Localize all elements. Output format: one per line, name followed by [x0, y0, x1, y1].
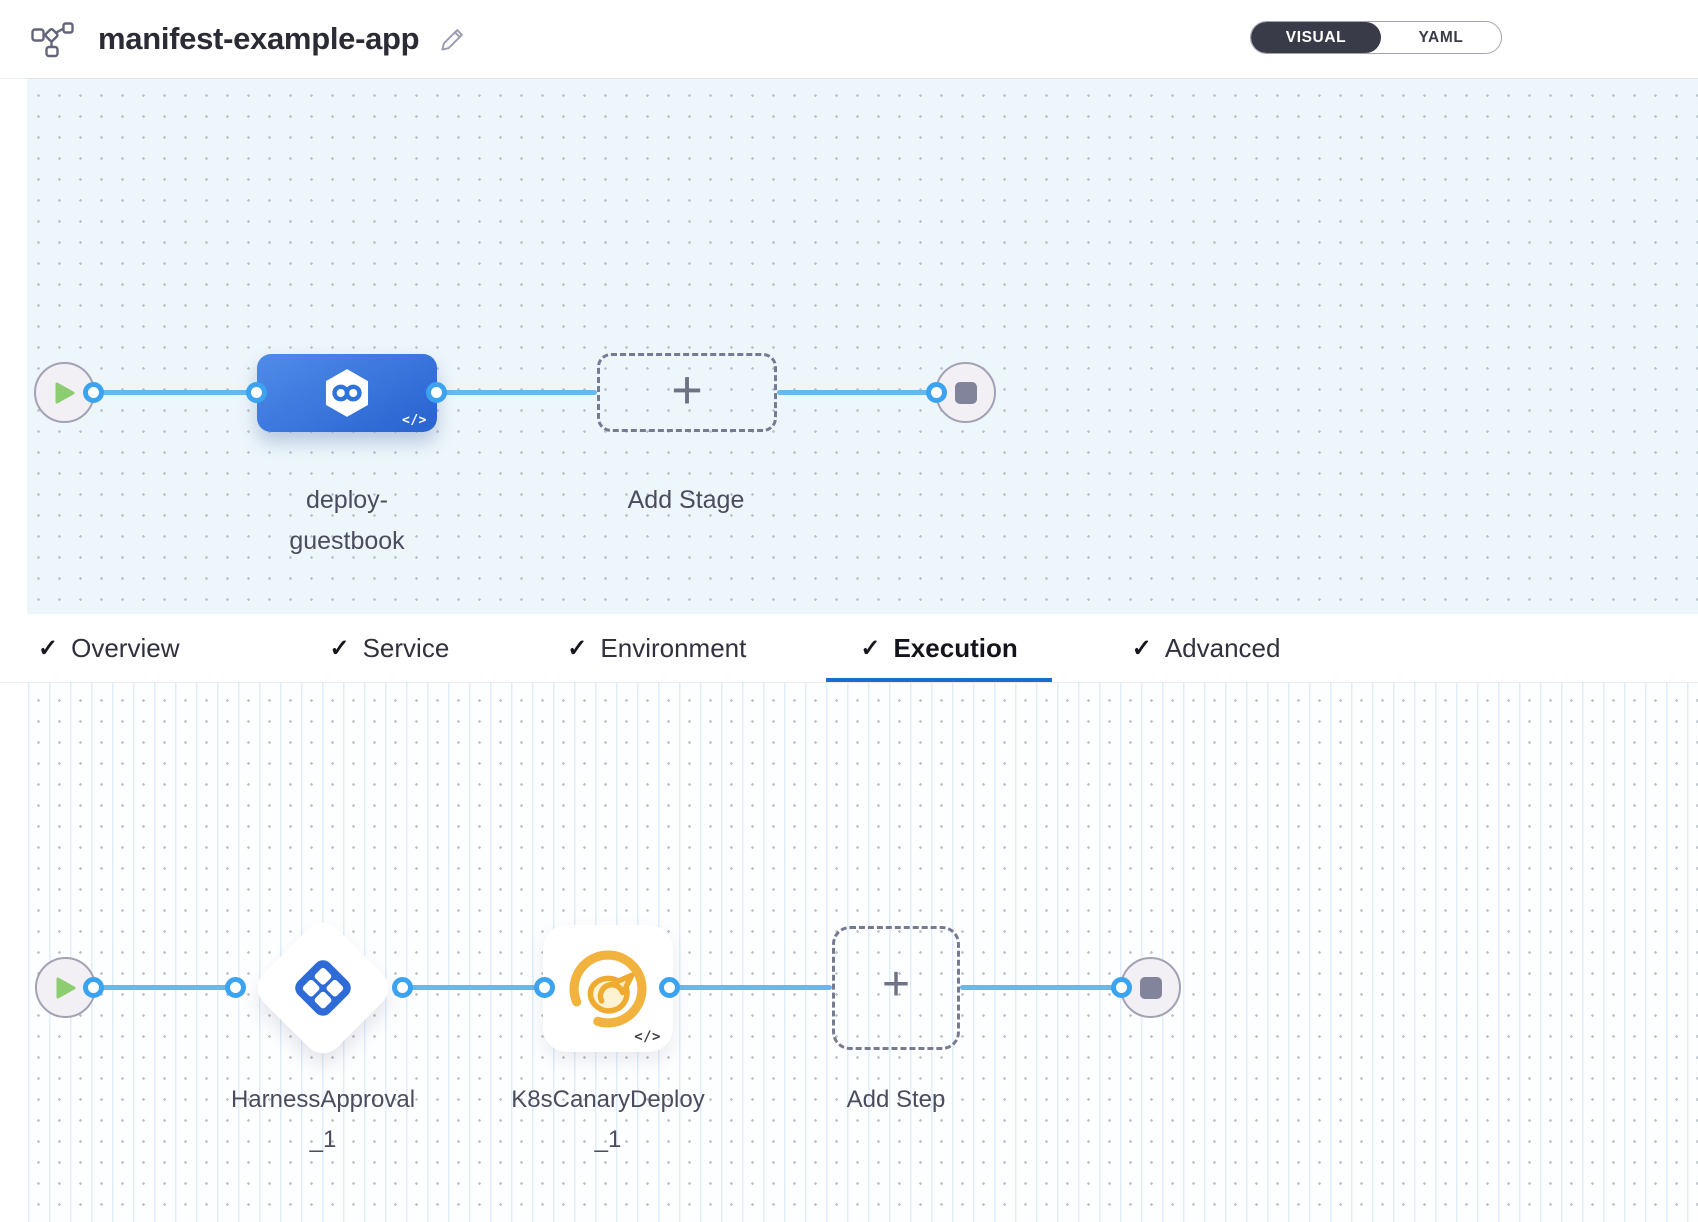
add-step-button[interactable]: +: [832, 926, 960, 1050]
pipeline-icon: [30, 21, 76, 58]
connector-point: [1111, 977, 1132, 998]
tab-overview[interactable]: ✓ Overview: [4, 614, 213, 682]
tab-label: Execution: [893, 632, 1018, 663]
check-icon: ✓: [860, 634, 881, 662]
play-icon: [55, 382, 74, 403]
step-node-k8s-canary-deploy[interactable]: </>: [543, 925, 673, 1052]
add-stage-button[interactable]: +: [597, 353, 777, 432]
tab-label: Overview: [71, 632, 180, 663]
connector-point: [426, 382, 447, 403]
tab-execution[interactable]: ✓ Execution: [826, 614, 1053, 682]
check-icon: ✓: [329, 634, 350, 662]
check-icon: ✓: [38, 634, 59, 662]
connector-line: [670, 985, 832, 990]
tab-label: Service: [362, 632, 450, 663]
connector-point: [926, 382, 947, 403]
deployment-stage-icon: [325, 369, 369, 417]
check-icon: ✓: [567, 634, 588, 662]
connector-line: [960, 985, 1122, 990]
step-node-harness-approval[interactable]: [249, 914, 397, 1062]
tab-advanced[interactable]: ✓ Advanced: [1098, 614, 1315, 682]
canvas-left-gutter: [0, 683, 27, 1222]
plus-icon: +: [671, 359, 703, 420]
connector-point: [534, 977, 555, 998]
check-icon: ✓: [1131, 634, 1152, 662]
add-step-label: Add Step: [846, 1086, 946, 1113]
header: manifest-example-app VISUAL YAML: [0, 0, 1698, 78]
plus-icon: +: [881, 958, 911, 1011]
visual-yaml-toggle: VISUAL YAML: [1250, 21, 1502, 54]
tab-label: Advanced: [1164, 632, 1281, 663]
connector-line: [777, 390, 937, 395]
stage-canvas: </> + deploy-guestbook Add Stage: [0, 78, 1698, 614]
step-name-label: K8sCanaryDeploy_1: [511, 1086, 705, 1153]
connector-line: [403, 985, 545, 990]
execution-canvas: </> + HarnessApproval_1 K8sCanaryDeploy_…: [0, 683, 1698, 1222]
step-code-badge[interactable]: </>: [634, 1029, 661, 1045]
connector-line: [94, 390, 257, 395]
stop-icon: [1139, 976, 1162, 999]
connector-line: [437, 390, 597, 395]
tab-environment[interactable]: ✓ Environment: [533, 614, 780, 682]
stage-node-deploy-guestbook[interactable]: </>: [257, 354, 437, 432]
connector-point: [392, 977, 413, 998]
play-icon: [56, 977, 75, 998]
connector-point: [225, 977, 246, 998]
pipeline-title: manifest-example-app: [98, 21, 420, 56]
connector-point: [659, 977, 680, 998]
stage-tab-bar: ✓ Overview ✓ Service ✓ Environment ✓ Exe…: [0, 614, 1698, 683]
edit-pipeline-icon[interactable]: [439, 26, 466, 53]
canvas-left-gutter: [0, 78, 27, 614]
stage-code-badge[interactable]: </>: [402, 413, 427, 428]
tab-label: Environment: [600, 632, 747, 663]
visual-toggle-button[interactable]: VISUAL: [1251, 22, 1381, 53]
connector-point: [83, 382, 104, 403]
canary-deploy-icon: [569, 950, 647, 1027]
stage-name-label: deploy-guestbook: [289, 486, 405, 555]
connector-point: [83, 977, 104, 998]
add-stage-label: Add Stage: [627, 486, 745, 514]
yaml-toggle-button[interactable]: YAML: [1381, 22, 1501, 53]
stop-icon: [954, 381, 977, 404]
tab-service[interactable]: ✓ Service: [295, 614, 483, 682]
connector-line: [94, 985, 240, 990]
connector-point: [246, 382, 267, 403]
step-name-label: HarnessApproval_1: [230, 1086, 416, 1153]
harness-approval-icon: [295, 960, 351, 1016]
